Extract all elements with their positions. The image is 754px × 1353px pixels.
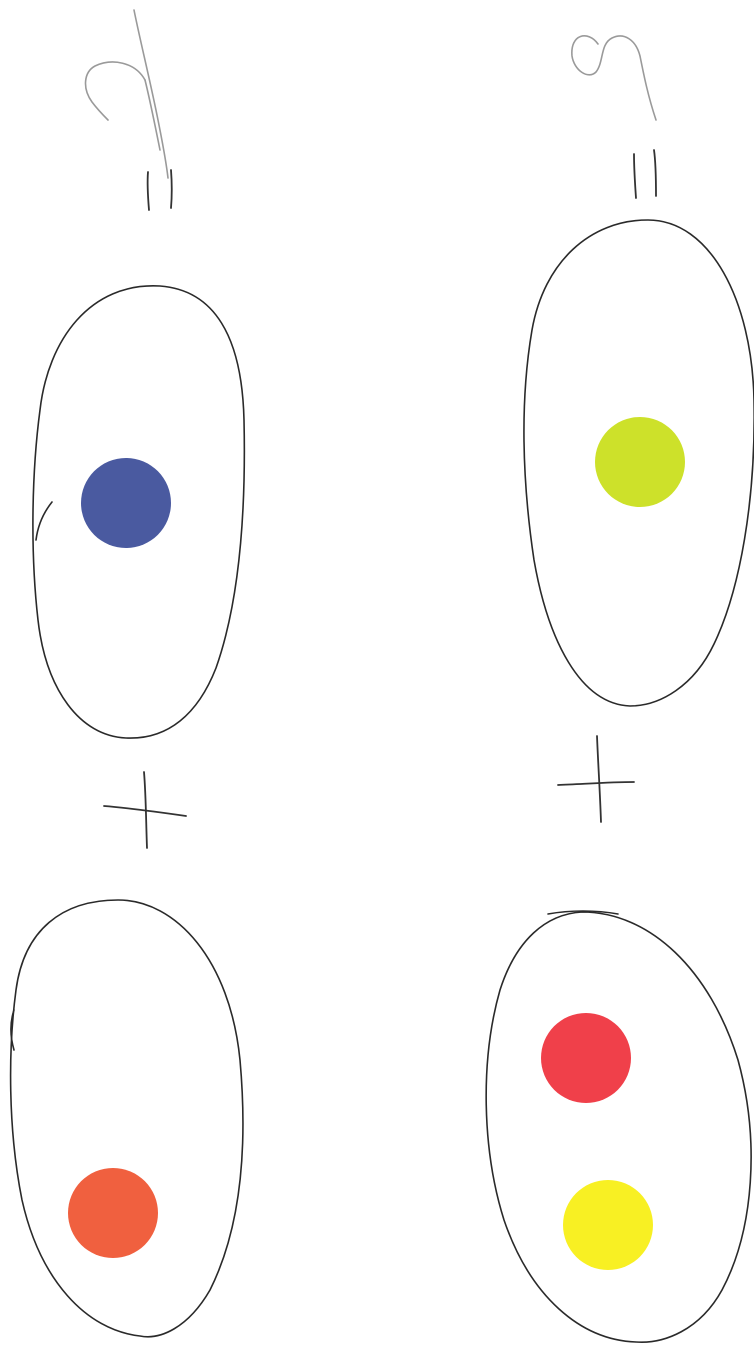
right-column xyxy=(486,36,754,1342)
right-equals-sign xyxy=(634,150,656,198)
right-term-dot-red xyxy=(541,1013,631,1103)
right-plus-sign xyxy=(558,736,634,822)
left-result-dot-blue xyxy=(81,458,171,548)
right-term-dot-yellow xyxy=(563,1180,653,1270)
left-oval-tick xyxy=(36,502,52,540)
right-result-dot-yellowgreen xyxy=(595,417,685,507)
left-term-dot-orange xyxy=(68,1168,158,1258)
left-column xyxy=(11,10,245,1337)
left-pencil-scribble xyxy=(86,10,168,178)
right-pencil-scribble xyxy=(572,36,656,120)
right-term-oval xyxy=(486,912,751,1342)
left-term-oval xyxy=(11,900,243,1337)
left-plus-sign xyxy=(104,772,186,848)
